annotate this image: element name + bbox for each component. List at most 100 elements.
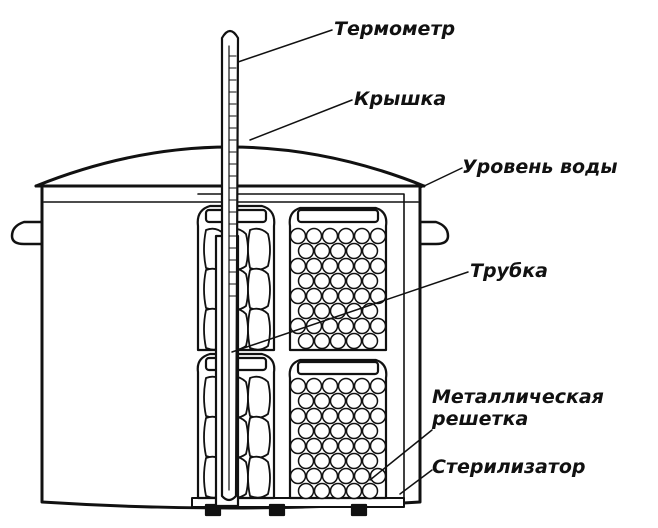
- fruit: [329, 272, 347, 290]
- fruit: [321, 407, 339, 425]
- fruit: [305, 467, 323, 485]
- fruit: [369, 287, 387, 305]
- fruit: [321, 257, 339, 275]
- fruit: [297, 302, 315, 320]
- left-handle: [10, 220, 44, 246]
- leader-lines: [231, 29, 469, 495]
- fruit: [361, 482, 379, 500]
- fruit: [305, 287, 323, 305]
- fruit: [321, 467, 339, 485]
- cucumber: [247, 267, 271, 311]
- fruit: [313, 392, 331, 410]
- fruit: [361, 422, 379, 440]
- fruit: [305, 377, 323, 395]
- fruit: [337, 227, 355, 245]
- fruit: [353, 437, 371, 455]
- fruit: [361, 452, 379, 470]
- fruit: [369, 437, 387, 455]
- fruit: [297, 422, 315, 440]
- cucumber: [247, 415, 271, 459]
- fruit: [289, 407, 307, 425]
- leader-thermometer: [237, 29, 333, 63]
- fruit: [289, 317, 307, 335]
- cucumber: [247, 455, 271, 499]
- fruit: [297, 392, 315, 410]
- fruit: [337, 317, 355, 335]
- fruit: [353, 377, 371, 395]
- fruit: [361, 242, 379, 260]
- fruit: [329, 482, 347, 500]
- fruit: [369, 467, 387, 485]
- cucumber: [247, 375, 271, 419]
- fruit: [321, 377, 339, 395]
- fruit: [329, 422, 347, 440]
- fruit: [361, 332, 379, 350]
- fruit: [337, 377, 355, 395]
- label-sterilizer: Стерилизатор: [432, 456, 586, 478]
- fruit: [289, 257, 307, 275]
- leader-grate: [369, 429, 433, 481]
- fruit: [369, 227, 387, 245]
- label-thermometer: Термометр: [334, 18, 456, 40]
- fruit: [321, 287, 339, 305]
- leader-water-level: [419, 167, 463, 189]
- fruit: [305, 437, 323, 455]
- fruit: [337, 467, 355, 485]
- fruit: [353, 287, 371, 305]
- fruit: [289, 437, 307, 455]
- fruit: [313, 332, 331, 350]
- fruit-jar-top: [288, 206, 388, 352]
- cucumber: [247, 227, 271, 271]
- fruit: [345, 422, 363, 440]
- fruit: [297, 272, 315, 290]
- fruit: [329, 242, 347, 260]
- fruit: [313, 482, 331, 500]
- fruit: [289, 227, 307, 245]
- fruit: [313, 242, 331, 260]
- fruit: [353, 257, 371, 275]
- fruit: [313, 422, 331, 440]
- fruit: [345, 242, 363, 260]
- fruit: [353, 317, 371, 335]
- fruit: [305, 257, 323, 275]
- fruit: [353, 407, 371, 425]
- fruit: [305, 407, 323, 425]
- fruit: [361, 392, 379, 410]
- fruit: [337, 287, 355, 305]
- fruit: [369, 257, 387, 275]
- fruit: [337, 437, 355, 455]
- label-grate-line2: решетка: [432, 408, 529, 430]
- fruit: [337, 407, 355, 425]
- label-tube: Трубка: [470, 260, 548, 282]
- fruit: [313, 272, 331, 290]
- fruit-jar-bottom: [288, 358, 388, 500]
- label-lid: Крышка: [354, 88, 447, 110]
- fruit: [361, 272, 379, 290]
- leader-tube: [231, 271, 469, 353]
- fruit: [313, 452, 331, 470]
- fruit: [289, 377, 307, 395]
- thermometer: [220, 29, 240, 502]
- right-handle: [418, 220, 450, 246]
- fruit: [289, 467, 307, 485]
- fruit: [297, 332, 315, 350]
- fruit: [313, 302, 331, 320]
- fruit: [345, 482, 363, 500]
- fruit: [337, 257, 355, 275]
- fruit: [345, 272, 363, 290]
- fruit: [345, 392, 363, 410]
- fruit: [297, 482, 315, 500]
- fruit: [329, 452, 347, 470]
- fruit: [321, 227, 339, 245]
- fruit: [289, 287, 307, 305]
- leader-lid: [249, 99, 353, 141]
- leader-sterilizer: [399, 469, 433, 495]
- fruit: [369, 407, 387, 425]
- fruit: [369, 317, 387, 335]
- fruit: [297, 242, 315, 260]
- label-water-level: Уровень воды: [462, 156, 618, 178]
- fruit: [345, 332, 363, 350]
- fruit: [369, 377, 387, 395]
